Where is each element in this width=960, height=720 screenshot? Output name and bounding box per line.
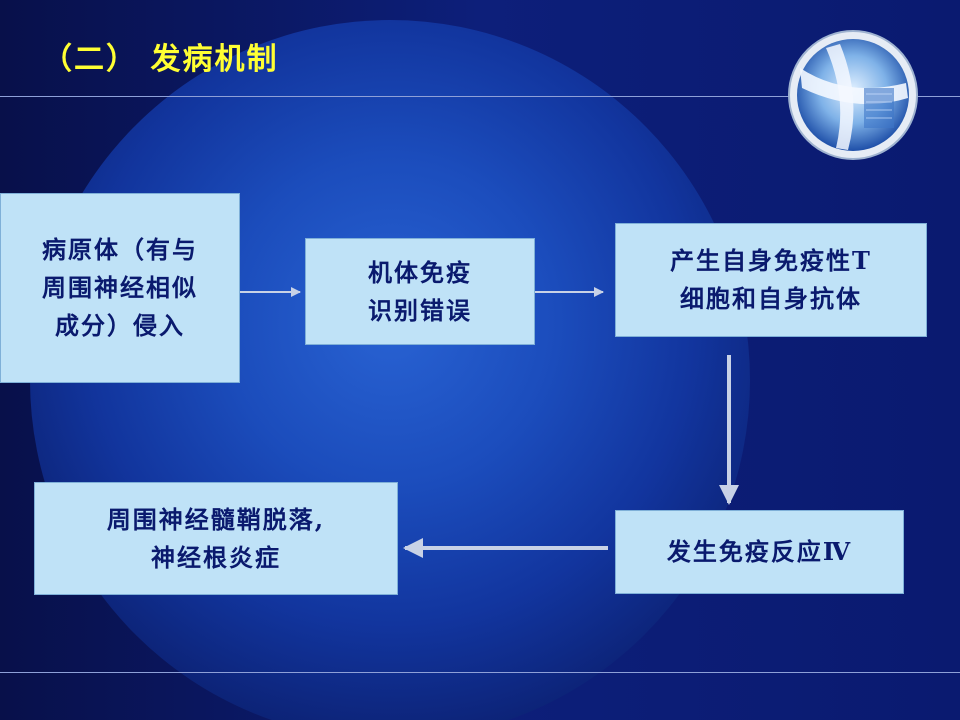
box-autoimmune-text: 产生自身免疫性T 细胞和自身抗体 bbox=[670, 246, 872, 313]
box-demyelination: 周围神经髓鞘脱落, 神经根炎症 bbox=[34, 482, 398, 595]
box-pathogen-text: 病原体（有与 周围神经相似 成分）侵入 bbox=[42, 235, 198, 340]
box-reaction: 发生免疫反应Ⅳ bbox=[615, 510, 904, 594]
bottom-divider bbox=[0, 672, 960, 673]
box-autoimmune: 产生自身免疫性T 细胞和自身抗体 bbox=[615, 223, 927, 337]
box-misrecognition-text: 机体免疫 识别错误 bbox=[368, 257, 472, 325]
box-demyelination-text: 周围神经髓鞘脱落, 神经根炎症 bbox=[106, 504, 326, 572]
top-divider bbox=[0, 96, 960, 97]
box-reaction-text: 发生免疫反应Ⅳ bbox=[666, 537, 853, 566]
globe-logo-icon bbox=[788, 30, 918, 160]
slide-title: （二） 发病机制 bbox=[42, 42, 279, 77]
box-misrecognition: 机体免疫 识别错误 bbox=[305, 238, 535, 345]
box-pathogen: 病原体（有与 周围神经相似 成分）侵入 bbox=[0, 193, 240, 383]
